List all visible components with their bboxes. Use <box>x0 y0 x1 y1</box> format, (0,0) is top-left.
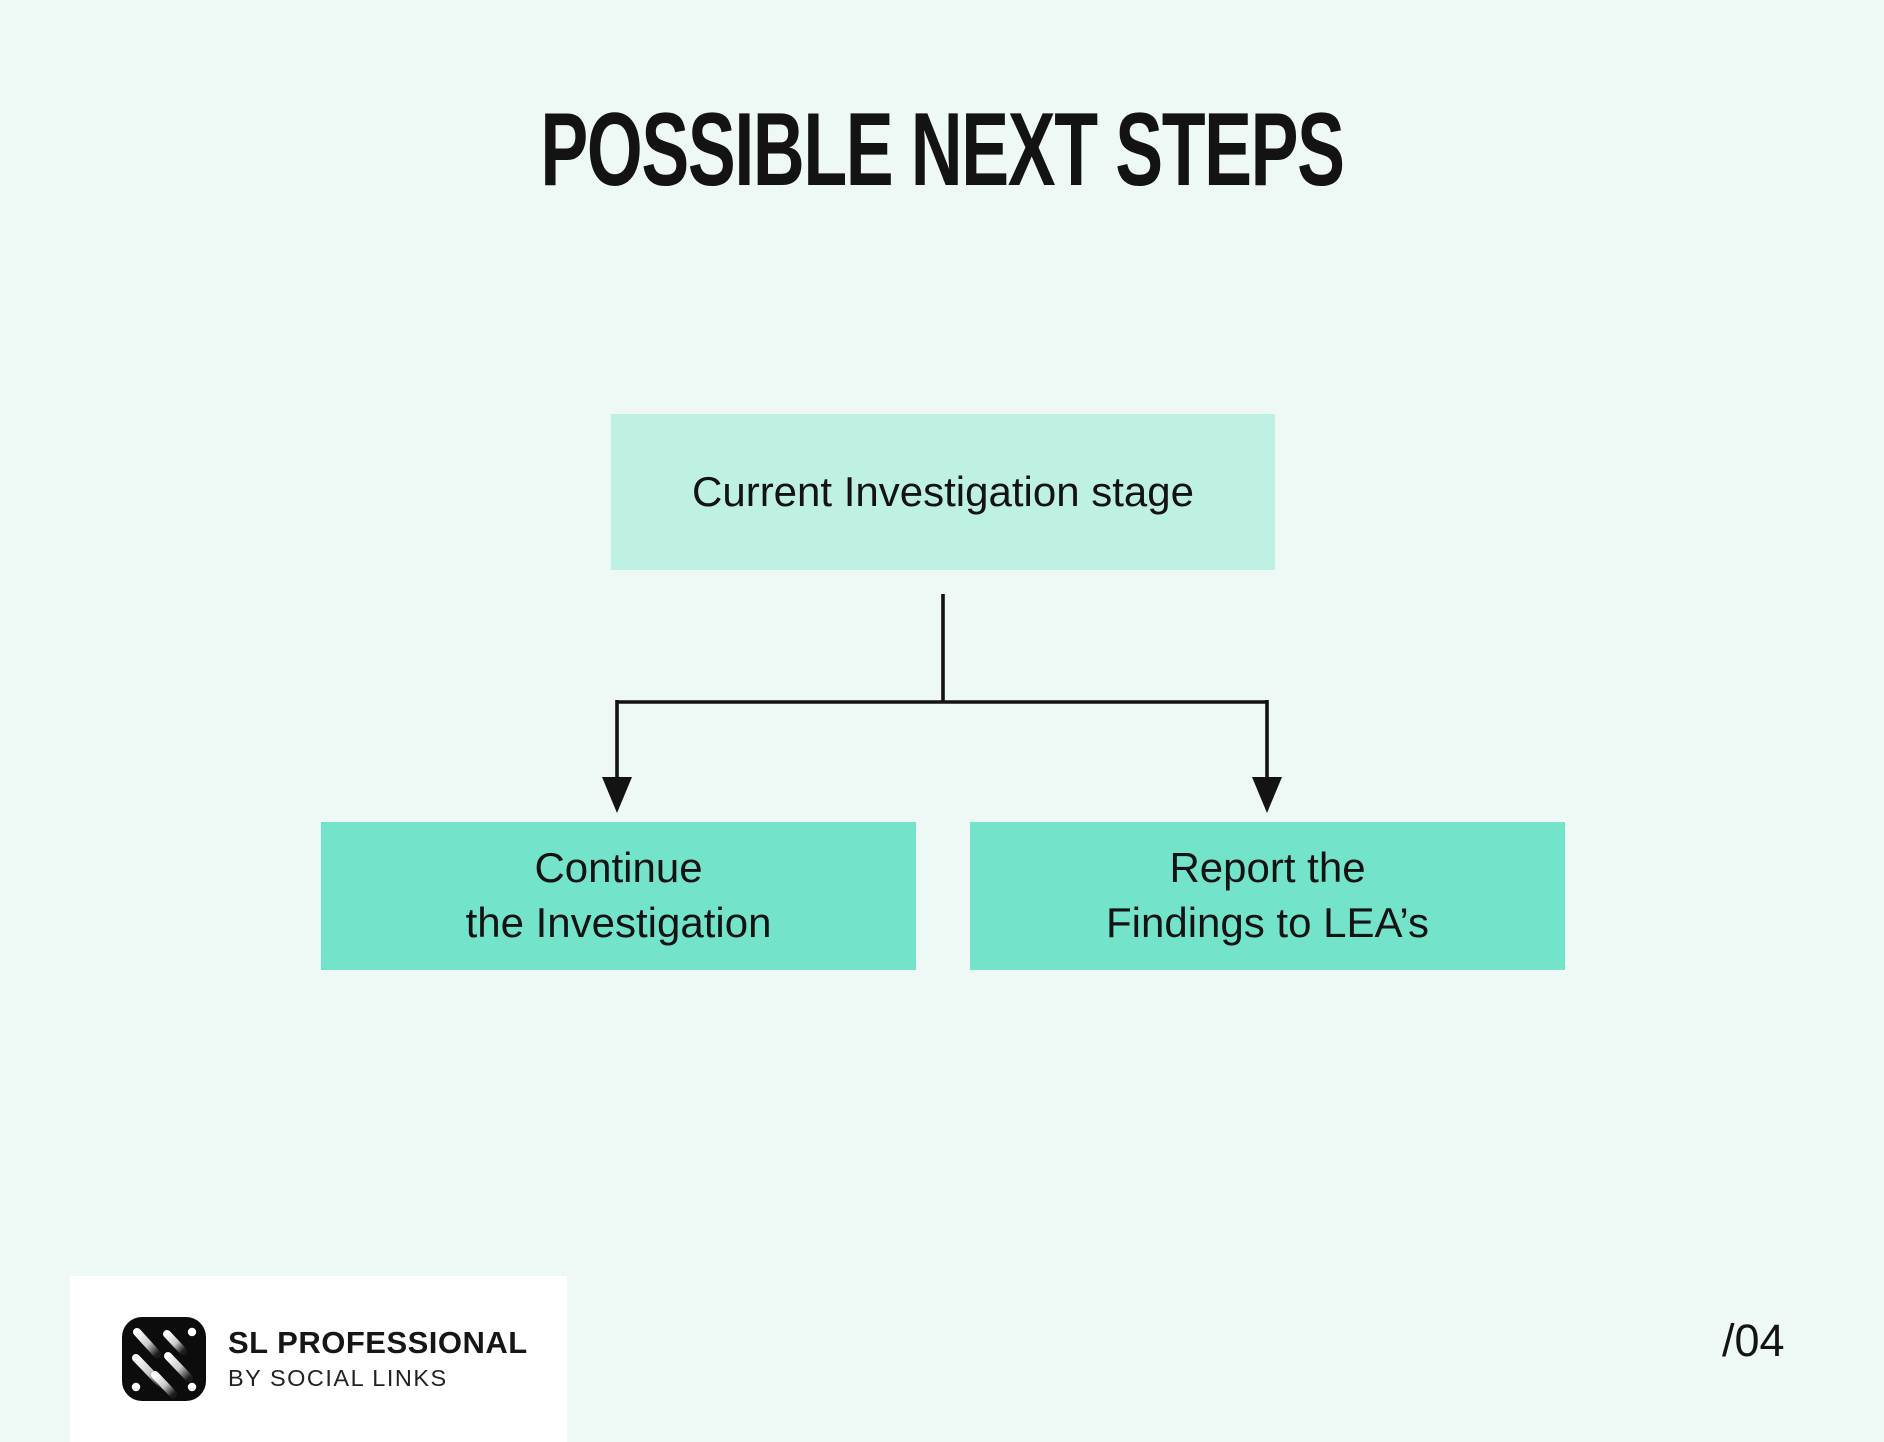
flowchart-node-current-stage: Current Investigation stage <box>611 414 1275 570</box>
footer-brand-card: SL PROFESSIONAL BY SOCIAL LINKS <box>70 1276 567 1442</box>
flowchart-node-label: Continue the Investigation <box>465 844 772 946</box>
sl-logo-icon <box>122 1317 206 1401</box>
title-wrap: POSSIBLE NEXT STEPS <box>0 98 1884 202</box>
page-title: POSSIBLE NEXT STEPS <box>540 92 1345 208</box>
brand-byline: BY SOCIAL LINKS <box>228 1365 448 1392</box>
brand-name: SL PROFESSIONAL <box>228 1325 528 1361</box>
brand-text-block: SL PROFESSIONAL BY SOCIAL LINKS <box>228 1327 528 1391</box>
flowchart-node-report-findings: Report the Findings to LEA’s <box>970 822 1565 970</box>
flowchart-node-continue-investigation: Continue the Investigation <box>321 822 916 970</box>
flowchart-node-label: Report the Findings to LEA’s <box>1106 844 1429 946</box>
arrowhead-right-icon <box>1252 777 1282 813</box>
arrowhead-left-icon <box>602 777 632 813</box>
flowchart-node-label: Current Investigation stage <box>692 467 1194 515</box>
page-number: /04 <box>1722 1315 1785 1366</box>
